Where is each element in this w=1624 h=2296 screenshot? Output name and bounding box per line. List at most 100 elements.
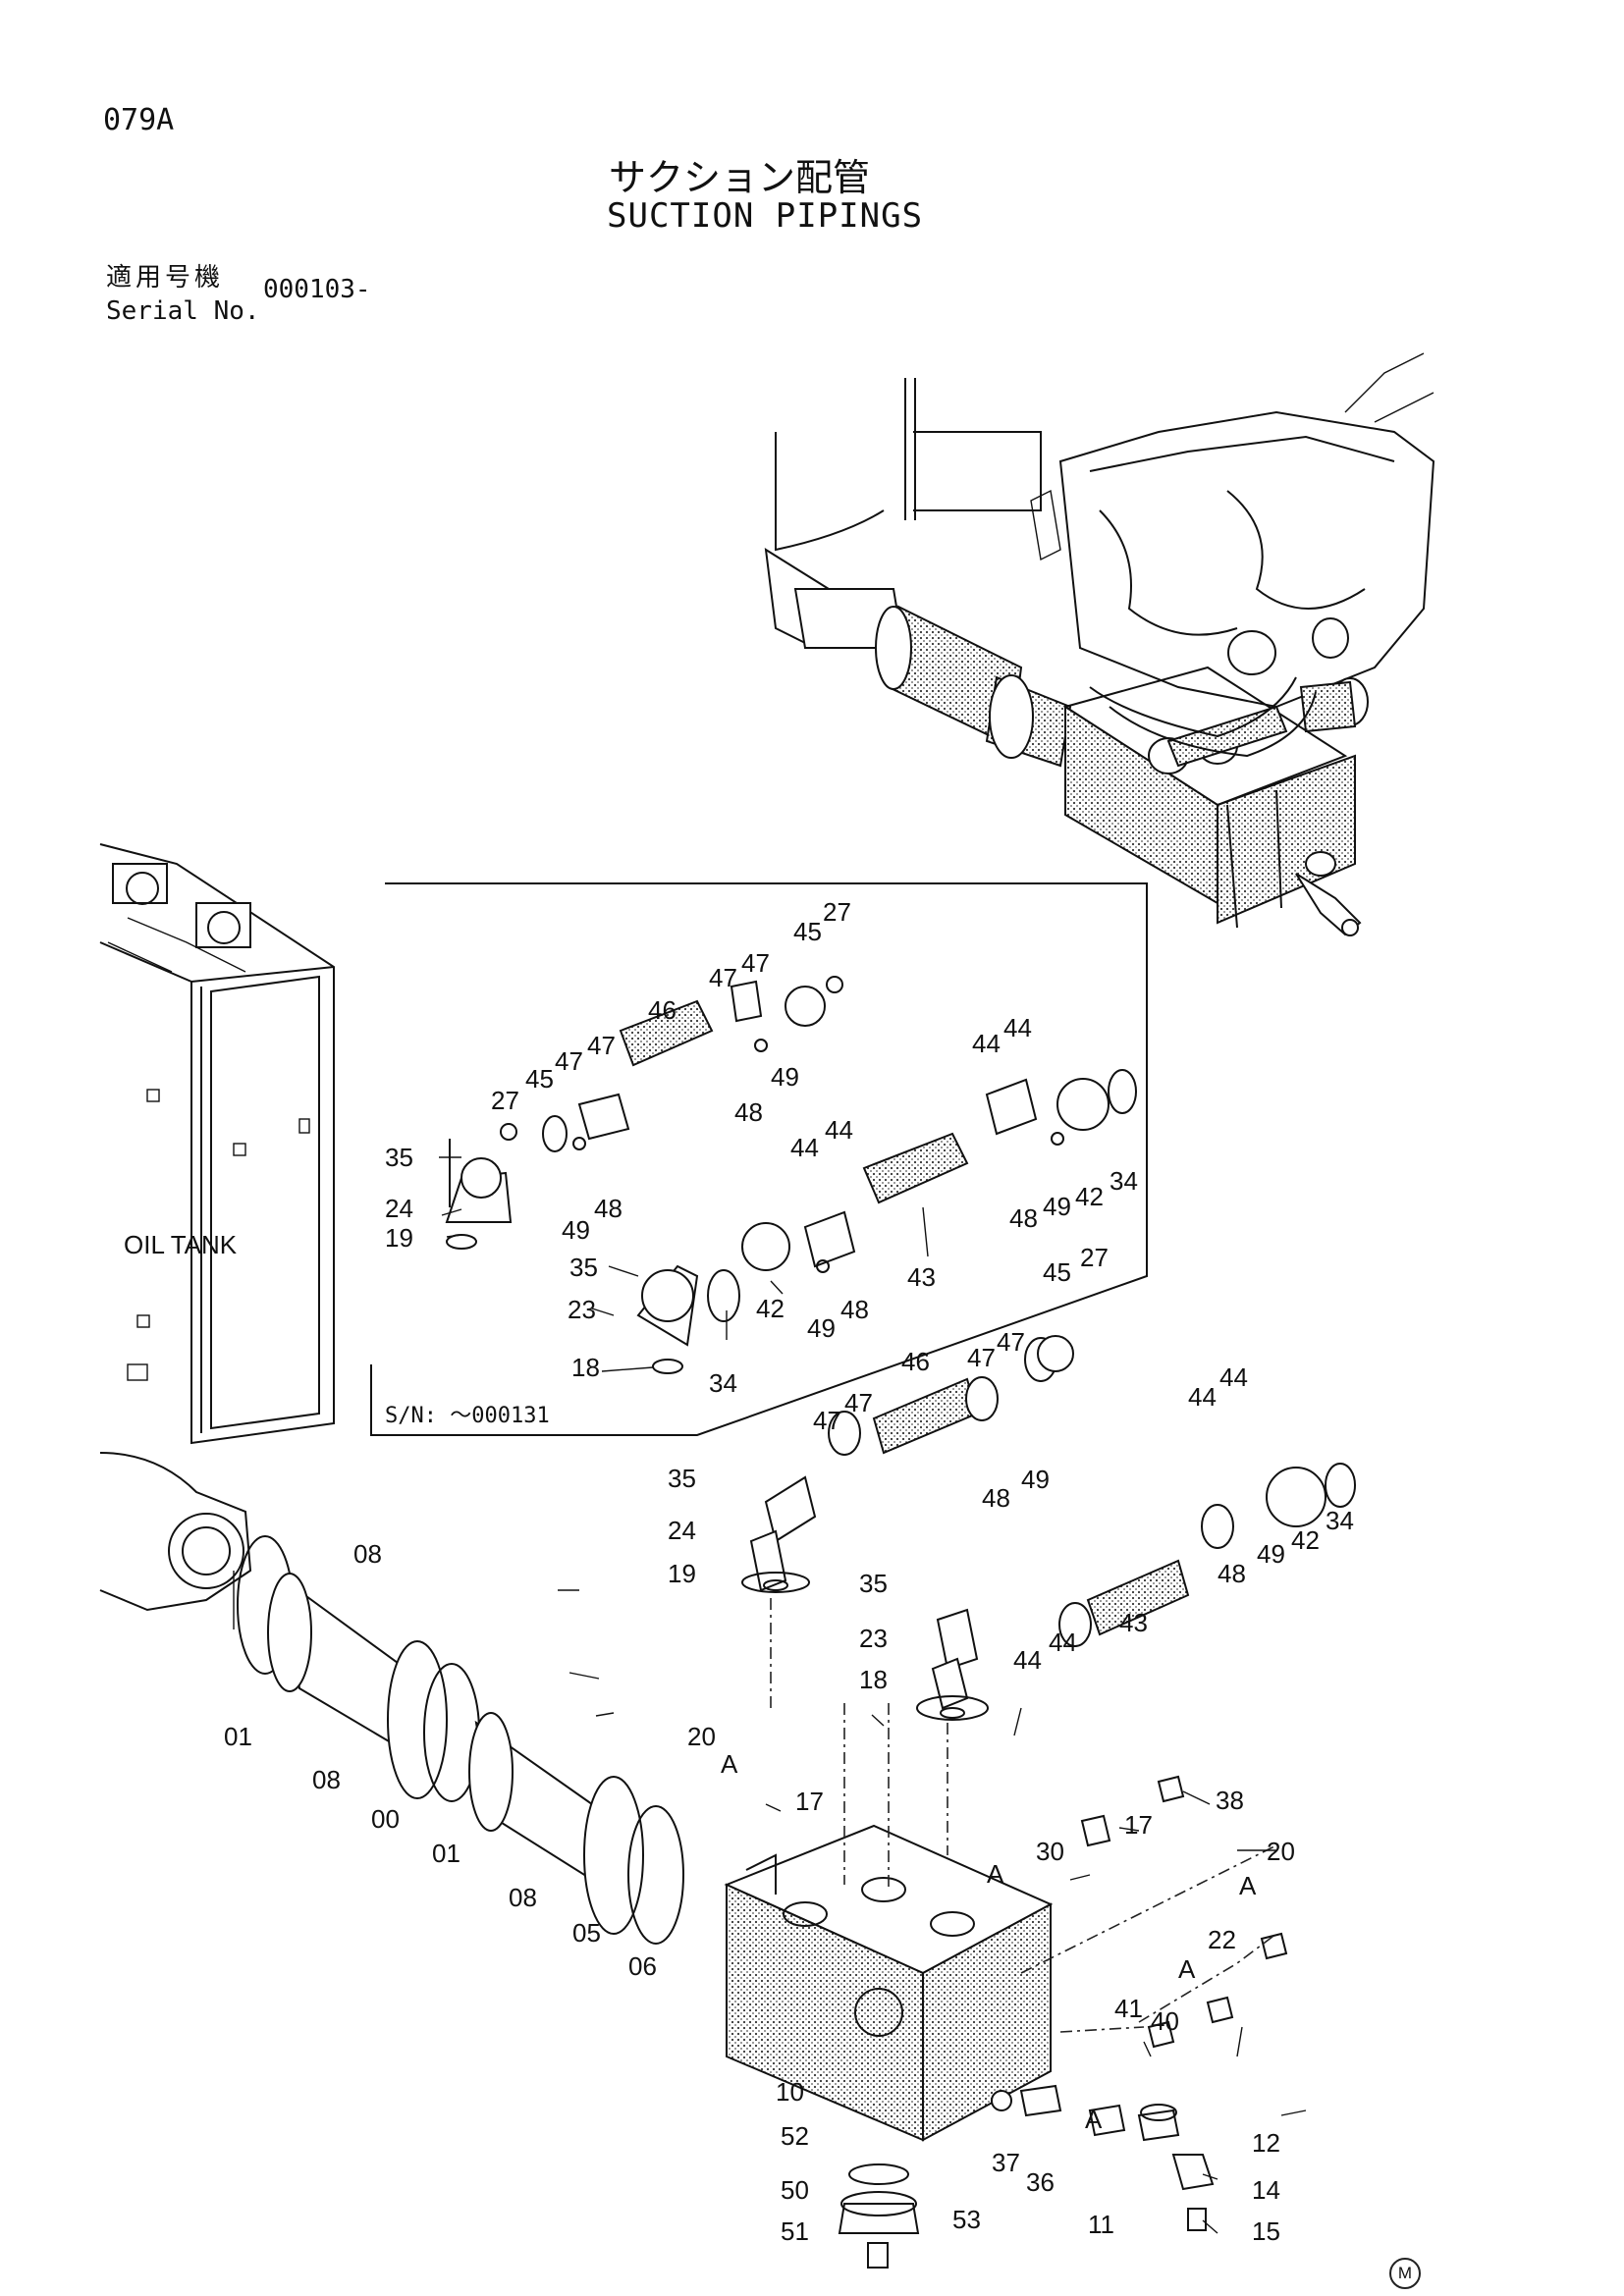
callout-12: 12 (1252, 2128, 1280, 2158)
callout-a: A (721, 1749, 738, 1779)
callout-48: 48 (594, 1194, 623, 1223)
callout-47: 47 (967, 1343, 996, 1372)
inset-serial-note: S/N: ～000131 (385, 1404, 550, 1428)
callout-37: 37 (992, 2148, 1020, 2177)
callout-43: 43 (907, 1262, 936, 1292)
callout-46: 46 (901, 1347, 930, 1376)
callout-34: 34 (1110, 1166, 1138, 1196)
callout-48: 48 (734, 1097, 763, 1127)
callout-49: 49 (562, 1215, 590, 1245)
callout-43: 43 (1119, 1608, 1148, 1637)
serial-label: Serial No. (106, 296, 260, 326)
callout-49: 49 (1257, 1539, 1285, 1569)
callout-19: 19 (668, 1559, 696, 1588)
callout-08: 08 (353, 1539, 382, 1569)
callout-34: 34 (1326, 1506, 1354, 1535)
callout-45: 45 (525, 1064, 554, 1094)
page-title-japanese: サクション配管 (609, 156, 871, 199)
callout-35: 35 (668, 1464, 696, 1493)
callout-17: 17 (795, 1787, 824, 1816)
callout-18: 18 (571, 1353, 600, 1382)
callout-01: 01 (224, 1722, 252, 1751)
callout-42: 42 (1075, 1182, 1104, 1211)
callout-44: 44 (972, 1029, 1001, 1058)
callout-00: 00 (371, 1804, 400, 1834)
callout-06: 06 (628, 1951, 657, 1981)
inset-frame (370, 882, 1148, 1436)
callout-47: 47 (587, 1031, 616, 1060)
callout-18: 18 (859, 1665, 888, 1694)
oil-tank-label: OIL TANK (124, 1230, 238, 1259)
callout-52: 52 (781, 2121, 809, 2151)
callout-17: 17 (1124, 1810, 1153, 1840)
callout-a: A (1239, 1871, 1257, 1900)
callout-22: 22 (1208, 1925, 1236, 1954)
callout-45: 45 (1043, 1257, 1071, 1287)
callout-08: 08 (509, 1883, 537, 1912)
serial-label-japanese: 適用号機 (106, 263, 225, 293)
callout-36: 36 (1026, 2167, 1055, 2197)
callout-44: 44 (1188, 1382, 1217, 1412)
callout-48: 48 (1218, 1559, 1246, 1588)
callout-23: 23 (568, 1295, 596, 1324)
callout-49: 49 (1021, 1465, 1050, 1494)
callout-44: 44 (790, 1133, 819, 1162)
callout-10: 10 (776, 2077, 804, 2107)
callout-47: 47 (813, 1406, 841, 1435)
callout-51: 51 (781, 2216, 809, 2246)
callout-47: 47 (844, 1388, 873, 1417)
callout-a: A (1178, 1954, 1196, 1984)
callout-35: 35 (859, 1569, 888, 1598)
callout-53: 53 (952, 2205, 981, 2234)
callout-19: 19 (385, 1223, 413, 1253)
leader-lines (233, 1156, 1307, 2234)
callout-38: 38 (1216, 1786, 1244, 1815)
callout-47: 47 (997, 1327, 1025, 1357)
page-title: SUCTION PIPINGS (607, 196, 924, 236)
oil-tank-illustration (99, 843, 335, 1612)
callout-44: 44 (1049, 1628, 1077, 1657)
callout-35: 35 (569, 1253, 598, 1282)
callout-35: 35 (385, 1143, 413, 1172)
callout-47: 47 (555, 1046, 583, 1076)
callout-01: 01 (432, 1839, 460, 1868)
callout-15: 15 (1252, 2216, 1280, 2246)
callout-24: 24 (668, 1516, 696, 1545)
callout-41: 41 (1114, 1994, 1143, 2023)
callout-11: 11 (1088, 2210, 1114, 2239)
callout-40: 40 (1151, 2006, 1179, 2036)
callout-23: 23 (859, 1624, 888, 1653)
suction-box-illustration (724, 1775, 1288, 2269)
callout-27: 27 (491, 1086, 519, 1115)
callout-49: 49 (1043, 1192, 1071, 1221)
callout-27: 27 (1080, 1243, 1109, 1272)
suction-pipe-group (237, 1335, 1356, 1945)
callout-labels: 45 27 47 47 46 47 47 45 27 48 49 44 44 3… (224, 897, 1354, 2246)
callout-49: 49 (771, 1062, 799, 1092)
callout-48: 48 (1009, 1203, 1038, 1233)
serial-value: 000103- (263, 275, 371, 304)
callout-47: 47 (709, 963, 737, 992)
callout-05: 05 (572, 1918, 601, 1948)
callout-44: 44 (1219, 1362, 1248, 1392)
callout-44: 44 (825, 1115, 853, 1145)
callout-44: 44 (1003, 1013, 1032, 1042)
callout-a: A (987, 1859, 1004, 1889)
callout-46: 46 (648, 995, 677, 1025)
corner-mark: M (1389, 2258, 1421, 2289)
callout-34: 34 (709, 1368, 737, 1398)
callout-42: 42 (1291, 1525, 1320, 1555)
pump-assembly-illustration (764, 352, 1435, 936)
callout-44: 44 (1013, 1645, 1042, 1675)
callout-20: 20 (1267, 1837, 1295, 1866)
callout-27: 27 (823, 897, 851, 927)
callout-20: 20 (687, 1722, 716, 1751)
callout-45: 45 (793, 917, 822, 946)
callout-50: 50 (781, 2175, 809, 2205)
inset-parts (445, 976, 1137, 1374)
callout-14: 14 (1252, 2175, 1280, 2205)
callout-47: 47 (741, 948, 770, 978)
callout-49: 49 (807, 1313, 836, 1343)
callout-24: 24 (385, 1194, 413, 1223)
